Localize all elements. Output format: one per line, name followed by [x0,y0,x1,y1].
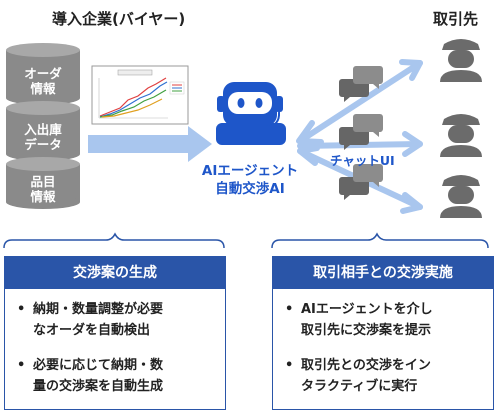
person-icon [440,39,482,82]
right-info-box: 取引相手との交渉実施 AIエージェントを介し 取引先に交渉案を提示 取引先との交… [272,256,494,410]
ai-agent-label: AIエージェント 自動交渉AI [180,162,320,198]
right-box-list: AIエージェントを介し 取引先に交渉案を提示 取引先との交渉をイン タラクティブ… [273,289,493,397]
list-item-line: 量の交渉案を自動生成 [33,379,164,394]
ai-agent-line1: AIエージェント [201,163,299,179]
db-label-line: 情報 [30,189,56,204]
list-item: 必要に応じて納期・数 量の交渉案を自動生成 [17,355,219,397]
db-label-inventory: 入出庫 データ [6,122,80,152]
db-label-line: オーダ [24,66,62,81]
list-item: 納期・数量調整が必要 なオーダを自動検出 [17,299,219,341]
person-icon [440,114,482,157]
person-icon [440,175,482,218]
list-item: AIエージェントを介し 取引先に交渉案を提示 [285,299,487,341]
db-label-line: 品目 [30,174,56,189]
left-bracket [3,232,225,249]
list-item: 取引先との交渉をイン タラクティブに実行 [285,355,487,397]
database-icon [6,101,80,161]
list-item-line: 必要に応じて納期・数 [33,358,164,373]
right-bracket [271,232,489,249]
db-label-line: データ [24,137,62,152]
db-label-line: 入出庫 [24,122,62,137]
list-item-line: なオーダを自動検出 [33,323,151,338]
db-label-item: 品目 情報 [6,174,80,204]
chat-bubble-icon [339,164,383,200]
chat-ui-label: チャットUI [330,153,395,168]
supplier-title: 取引先 [433,10,479,28]
database-icon [6,157,80,209]
database-icon [6,43,80,105]
list-item-line: AIエージェントを介し [301,302,433,317]
left-box-title: 交渉案の生成 [5,257,225,289]
left-box-list: 納期・数量調整が必要 なオーダを自動検出 必要に応じて納期・数 量の交渉案を自動… [5,289,225,397]
chart-thumbnail [91,65,189,125]
buyer-title: 導入企業(バイヤー) [52,10,186,28]
ai-agent-line2: 自動交渉AI [215,181,285,197]
chat-bubble-icon [339,66,383,102]
list-item-line: 納期・数量調整が必要 [33,302,164,317]
right-box-title: 取引相手との交渉実施 [273,257,493,289]
chat-bubble-icon [339,114,383,150]
db-label-order: オーダ 情報 [6,66,80,96]
list-item-line: タラクティブに実行 [301,379,418,394]
db-label-line: 情報 [30,81,56,96]
list-item-line: 取引先に交渉案を提示 [301,323,432,338]
left-info-box: 交渉案の生成 納期・数量調整が必要 なオーダを自動検出 必要に応じて納期・数 量… [4,256,226,410]
diagram-graphics [3,39,489,249]
robot-icon [216,82,286,145]
list-item-line: 取引先との交渉をイン [301,358,431,373]
flow-arrow [88,126,212,162]
